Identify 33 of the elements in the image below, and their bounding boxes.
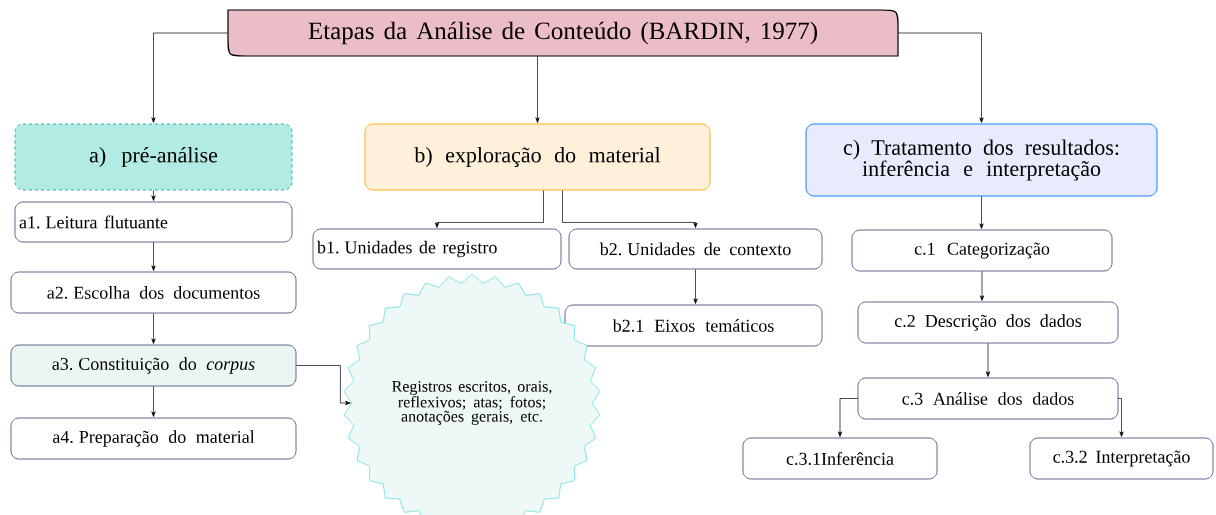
- arrow: [985, 343, 991, 377]
- step-box: b2. Unidades de contexto: [568, 228, 823, 270]
- step-box: a1. Leitura flutuante: [14, 201, 293, 243]
- arrow: [151, 313, 156, 344]
- arrow: [693, 269, 698, 304]
- pre-analysis-box: a) pré-análise: [14, 123, 293, 191]
- arrow: [562, 190, 698, 228]
- exploration-box: b) exploração do material: [364, 123, 711, 191]
- title-banner: Etapas da Análise de Conteúdo (BARDIN, 1977): [227, 9, 899, 57]
- arrow: [434, 190, 544, 228]
- step-box: c.3.1Inferência: [742, 437, 938, 480]
- step-box: a3. Constituição do corpus: [10, 344, 297, 387]
- step-box: b1. Unidades de registro: [312, 228, 562, 270]
- step-box: a4. Preparação do material: [10, 417, 297, 460]
- step-box: c.3 Análise dos dados: [857, 377, 1119, 420]
- arrow: [535, 55, 540, 123]
- starburst: Registros escritos, orais, reflexivos; atas; fotos; anotações gerais, etc.: [343, 274, 601, 515]
- arrow: [979, 271, 985, 301]
- arrow: [151, 386, 156, 417]
- step-box: c.1 Categorização: [851, 229, 1113, 272]
- arrow: [151, 242, 156, 271]
- step-box: a2. Escolha dos documentos: [10, 271, 297, 314]
- arrow: [151, 32, 229, 123]
- arrow: [837, 398, 858, 437]
- arrow: [979, 196, 984, 229]
- treatment-box: c) Tratamento dos resultados: inferência e interpretação: [805, 123, 1158, 197]
- arrow: [1118, 398, 1124, 437]
- arrow: [296, 365, 351, 406]
- arrow: [897, 32, 984, 123]
- arrow: [151, 190, 156, 201]
- step-box: c.2 Descrição dos dados: [857, 301, 1119, 344]
- step-box: c.3.2 Interpretação: [1029, 437, 1214, 480]
- step-box: b2.1 Eixos temáticos: [564, 304, 823, 347]
